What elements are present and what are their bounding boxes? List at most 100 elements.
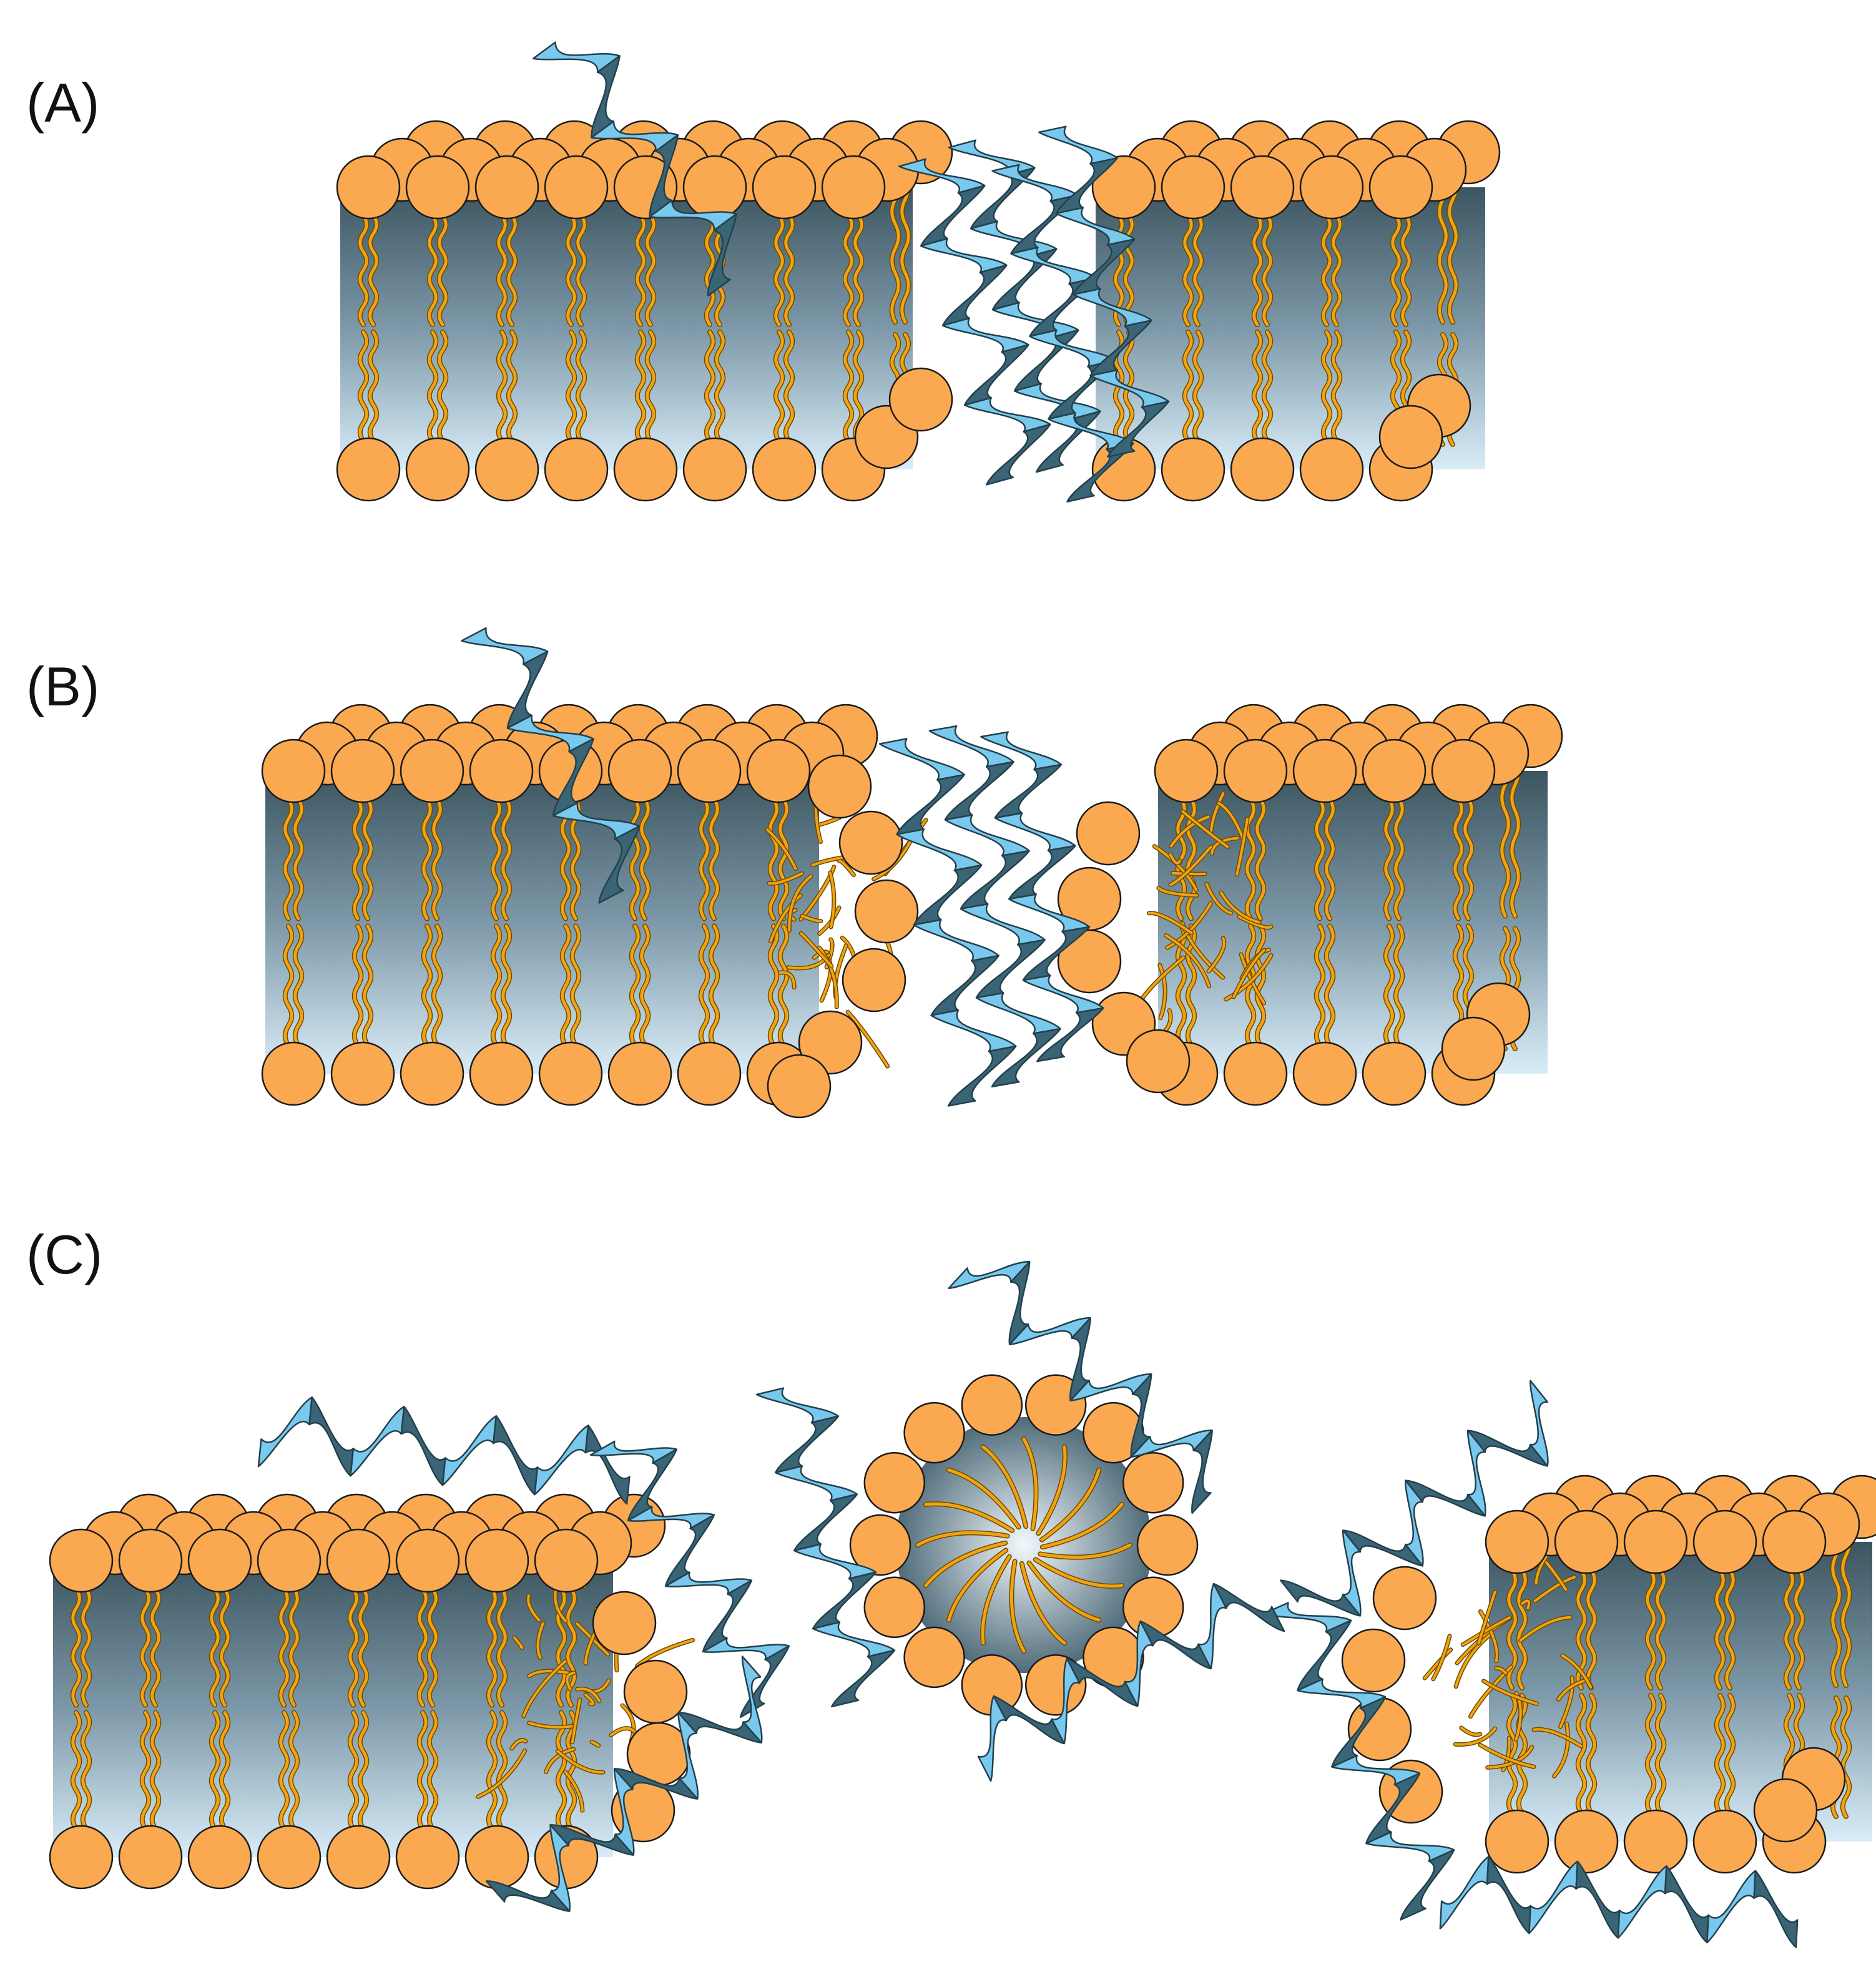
lipid-head-icon	[903, 1401, 965, 1464]
lipid-tail-icon	[1185, 923, 1197, 1048]
alpha-helix-icon	[532, 41, 737, 297]
lipid-head-icon	[326, 1528, 391, 1593]
lipid-tail-icon	[559, 923, 572, 1048]
alpha-helix-icon	[898, 158, 1051, 486]
lipid-head-icon	[395, 1528, 460, 1593]
alpha-helix-icon	[980, 731, 1104, 1062]
peptide-helices	[257, 41, 1799, 1948]
lipid-head-icon	[1292, 738, 1357, 803]
lipid-tail-icon	[1261, 330, 1274, 444]
lipid-head-icon	[544, 437, 609, 502]
lipid-tail-icon	[421, 797, 433, 921]
lipid-tail-icon	[436, 330, 449, 444]
lipid-tail-icon	[486, 1586, 498, 1708]
lipid-tail-icon	[1393, 923, 1405, 1048]
lipid-head-icon	[1368, 155, 1433, 220]
lipid-tail-icon	[1251, 213, 1264, 327]
lipid-tail-icon	[1314, 923, 1326, 1048]
lipid-head-icon	[395, 1825, 460, 1890]
lipid-head-icon	[257, 1528, 322, 1593]
lipid-head-icon	[854, 879, 919, 944]
lipid-head-icon	[607, 738, 672, 803]
lipid-tail-icon	[367, 330, 380, 444]
lipid-head-groups	[49, 120, 1876, 1890]
lipid-head-icon	[607, 1041, 672, 1106]
lipid-head-icon	[1372, 1566, 1437, 1631]
lipid-tail-icon	[1830, 1527, 1842, 1688]
lipid-head-icon	[538, 1041, 603, 1106]
lipid-tail-icon	[506, 213, 518, 327]
lipid-tail-icon	[1446, 172, 1459, 325]
lipid-tail-icon	[496, 213, 508, 327]
lipid-head-icon	[1692, 1809, 1757, 1874]
alpha-helix-icon	[1262, 1602, 1455, 1921]
lipid-tail-icon	[1320, 330, 1333, 444]
lipid-tail-icon	[209, 1710, 221, 1832]
lipid-head-icon	[1091, 155, 1156, 220]
lipid-tail-icon	[639, 923, 651, 1048]
lipid-head-icon	[842, 948, 906, 1013]
lipid-tail-icon	[292, 797, 305, 921]
lipid-tail-icon	[1330, 213, 1343, 327]
lipid-head-icon	[682, 437, 747, 502]
lipid-tail-icon	[1585, 1693, 1598, 1816]
lipid-tail-icon	[842, 330, 855, 444]
lipid-tail-icon	[708, 797, 720, 921]
lipid-tail-icon	[644, 213, 657, 327]
lipid-head-icon	[1441, 1016, 1506, 1081]
lipid-head-icon	[1692, 1509, 1757, 1574]
lipid-head-icon	[863, 1576, 926, 1639]
lipid-head-icon	[326, 1825, 391, 1890]
lipid-head-icon	[1753, 1778, 1818, 1843]
alpha-helix-icon	[1038, 125, 1170, 458]
lipid-tail-icon	[777, 797, 790, 921]
lipid-tail-icon	[565, 1710, 577, 1832]
lipid-head-icon	[261, 1041, 326, 1106]
lipid-head-icon	[682, 155, 747, 220]
lipid-tail-icon	[565, 1586, 577, 1708]
lipid-tail-icon	[1390, 213, 1402, 327]
lipid-tail-icon	[1724, 1567, 1736, 1690]
lipid-tail-icon	[698, 797, 710, 921]
lipid-tail-icon	[575, 213, 587, 327]
lipid-head-icon	[767, 1054, 832, 1119]
lipid-tail-icon	[634, 330, 647, 444]
lipid-head-icon	[474, 437, 539, 502]
lipid-head-icon	[1057, 929, 1122, 994]
lipid-tail-icon	[219, 1710, 231, 1832]
lipid-tail-icon	[1840, 1695, 1852, 1819]
lipid-tail-icon	[361, 923, 374, 1048]
lipid-tail-icon	[842, 213, 855, 327]
lipid-head-icon	[469, 738, 534, 803]
lipid-head-icon	[1431, 738, 1496, 803]
lipid-head-icon	[49, 1528, 114, 1593]
micelle	[849, 1374, 1199, 1716]
panel-a-label: (A)	[26, 72, 99, 134]
micelle-icon	[849, 1374, 1199, 1716]
lipid-tail-icon	[278, 1586, 290, 1708]
lipid-head-icon	[746, 738, 811, 803]
lipid-tail-icon	[1840, 1527, 1852, 1688]
lipid-head-icon	[1161, 437, 1225, 502]
lipid-tail-icon	[773, 213, 785, 327]
lipid-tail-icon	[278, 1710, 290, 1832]
alpha-helix-icon	[461, 627, 641, 904]
lipid-head-icon	[400, 738, 464, 803]
lipid-tail-icon	[357, 1586, 370, 1708]
lipid-head-icon	[187, 1528, 252, 1593]
lipid-tail-icon	[565, 213, 577, 327]
lipid-tail-icon	[80, 1710, 92, 1832]
lipid-tail-icon	[426, 1710, 439, 1832]
lipid-tail-icon	[1499, 756, 1511, 919]
lipid-tail-icon	[1509, 756, 1521, 919]
lipid-tail-icon	[1251, 330, 1264, 444]
lipid-tail-icon	[899, 172, 911, 325]
lipid-tail-icon	[347, 1586, 360, 1708]
alpha-helix-icon	[1280, 1380, 1549, 1617]
lipid-head-icon	[118, 1528, 183, 1593]
lipid-tail-icon	[1400, 213, 1412, 327]
lipid-head-icon	[677, 738, 742, 803]
lipid-head-icon	[405, 155, 470, 220]
lipid-tail-icon	[1644, 1693, 1657, 1816]
lipid-tail-icon	[1324, 797, 1336, 921]
